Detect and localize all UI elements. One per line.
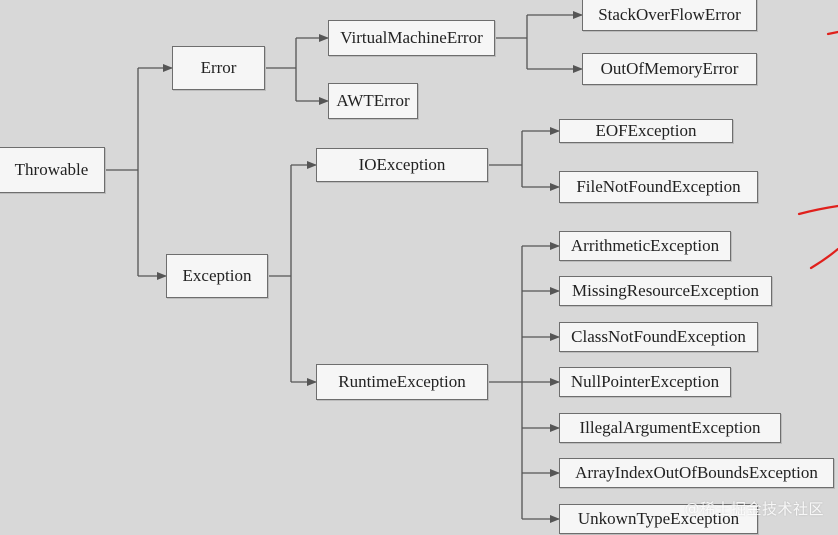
node-unkown-type-exception: UnkownTypeException (559, 504, 758, 534)
edge-exception-trunk (268, 165, 292, 382)
node-illegal-argument-exception: IllegalArgumentException (559, 413, 781, 443)
red-annotation-mark-1 (826, 30, 838, 36)
node-array-index-out-of-bounds-exception: ArrayIndexOutOfBoundsException (559, 458, 834, 488)
node-eof-exception: EOFException (559, 119, 733, 143)
edge-io-trunk (488, 131, 523, 187)
edge-throwable-trunk (105, 68, 139, 276)
node-error: Error (172, 46, 265, 90)
node-missing-resource-exception: MissingResourceException (559, 276, 772, 306)
node-awt-error: AWTError (328, 83, 418, 119)
node-virtual-machine-error: VirtualMachineError (328, 20, 495, 56)
edge-runtime-trunk (488, 246, 523, 519)
node-class-not-found-exception: ClassNotFoundException (559, 322, 758, 352)
red-annotation-mark-3 (809, 247, 838, 270)
red-annotation-mark-2 (797, 204, 838, 216)
node-file-not-found-exception: FileNotFoundException (559, 171, 758, 203)
node-arrithmetic-exception: ArrithmeticException (559, 231, 731, 261)
edge-vme-trunk (495, 15, 528, 69)
node-stack-overflow-error: StackOverFlowError (582, 0, 757, 31)
node-io-exception: IOException (316, 148, 488, 182)
node-null-pointer-exception: NullPointerException (559, 367, 731, 397)
node-runtime-exception: RuntimeException (316, 364, 488, 400)
node-exception: Exception (166, 254, 268, 298)
edge-error-trunk (265, 38, 297, 101)
node-throwable: Throwable (0, 147, 105, 193)
node-out-of-memory-error: OutOfMemoryError (582, 53, 757, 85)
watermark-text: @稀土掘金技术社区 (684, 500, 824, 518)
